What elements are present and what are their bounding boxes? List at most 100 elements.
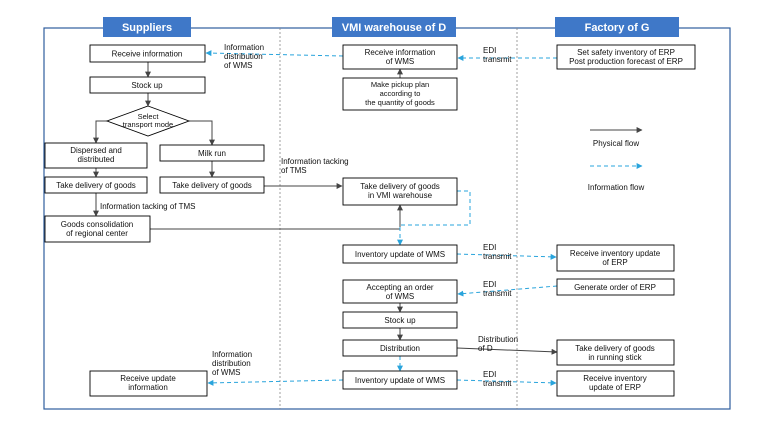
label-info-dist-wms-bottom-line: distribution bbox=[212, 359, 251, 368]
box-pickup-plan bbox=[342, 77, 458, 111]
box-text-take-delivery-mid-line: Take delivery of goods bbox=[172, 181, 252, 190]
box-receive-information bbox=[89, 44, 206, 63]
box-text-accepting-order-line: of WMS bbox=[386, 292, 414, 301]
box-safety-inventory bbox=[556, 44, 696, 70]
box-receive-update-info bbox=[89, 370, 208, 397]
label-edi-4-line: EDI bbox=[483, 370, 496, 379]
info-inventory-to-factory bbox=[456, 253, 557, 260]
box-text-receive-inv-update-1-line: of ERP bbox=[602, 258, 627, 267]
box-text-take-delivery-left-line: Take delivery of goods bbox=[56, 181, 136, 190]
box-select-transport-mode bbox=[105, 105, 191, 137]
info-vmi-delivery-to-inventory bbox=[397, 190, 471, 246]
box-vmi-receive-info bbox=[342, 44, 458, 70]
label-info-dist-wms-top-line: of WMS bbox=[224, 61, 252, 70]
box-text-safety-inventory-line: Set safety inventory of ERP bbox=[577, 48, 675, 57]
lane-title-factory: Factory of G bbox=[585, 22, 650, 34]
process-boxes bbox=[44, 44, 696, 397]
box-text-pickup-plan-line: Make pickup plan bbox=[371, 80, 429, 89]
label-edi-3-line: EDI bbox=[483, 280, 496, 289]
box-text-inventory-update-2: Inventory update of WMS bbox=[355, 376, 445, 385]
box-text-vmi-take-delivery-line: in VMI warehouse bbox=[368, 191, 433, 200]
info-inventory-to-factory-2 bbox=[456, 379, 557, 386]
arrow-select-to-dispersed bbox=[93, 120, 107, 144]
box-text-stock-up-vmi-line: Stock up bbox=[384, 316, 416, 325]
box-consolidation bbox=[44, 215, 151, 243]
box-text-vmi-take-delivery-line: Take delivery of goods bbox=[360, 182, 440, 191]
box-text-receive-inv-update-1-line: Receive inventory update bbox=[570, 249, 661, 258]
box-stock-up-supplier bbox=[89, 76, 206, 94]
box-text-take-delivery-stick-line: Take delivery of goods bbox=[575, 344, 655, 353]
box-text-distribution-line: Distribution bbox=[380, 344, 420, 353]
lane-header-factory: Factory of G bbox=[555, 17, 679, 37]
box-receive-inv-update-2 bbox=[556, 370, 675, 397]
label-edi-2-line: EDI bbox=[483, 243, 496, 252]
box-generate-order bbox=[556, 278, 675, 296]
label-distribution-of-d-line: of D bbox=[478, 344, 493, 353]
box-milk-run bbox=[159, 144, 265, 162]
label-info-dist-wms-bottom-line: of WMS bbox=[212, 368, 240, 377]
box-text-pickup-plan-line: the quantity of goods bbox=[365, 98, 435, 107]
info-arrows bbox=[205, 50, 643, 386]
box-text-receive-information: Receive information bbox=[112, 50, 183, 59]
box-take-delivery-stick bbox=[556, 339, 675, 366]
label-edi-1-line: EDI bbox=[483, 46, 496, 55]
label-info-tacking-tms-top-line: Information tacking bbox=[281, 157, 349, 166]
box-text-inventory-update-1: Inventory update of WMS bbox=[355, 250, 445, 259]
box-text-receive-inv-update-2-line: update of ERP bbox=[589, 383, 641, 392]
box-text-vmi-receive-info-line: of WMS bbox=[386, 57, 414, 66]
box-text-dispersed-line: Dispersed and bbox=[70, 146, 122, 155]
box-text-stock-up-supplier-line: Stock up bbox=[131, 81, 163, 90]
box-text-vmi-receive-info-line: Receive information bbox=[365, 48, 436, 57]
box-text-milk-run-line: Milk run bbox=[198, 149, 226, 158]
box-dispersed bbox=[44, 142, 148, 169]
label-edi-3-line: transmit bbox=[483, 289, 512, 298]
box-text-take-delivery-stick-line: in running stick bbox=[588, 353, 642, 362]
legend-information-flow: Information flow bbox=[588, 183, 645, 192]
label-info-dist-wms-top-line: Information bbox=[224, 43, 264, 52]
box-text-inventory-update-2-line: Inventory update of WMS bbox=[355, 376, 445, 385]
box-stock-up-vmi bbox=[342, 311, 458, 329]
box-text-receive-update-info-line: Receive update bbox=[120, 374, 176, 383]
label-edi-2-line: transmit bbox=[483, 252, 512, 261]
label-info-tacking-tms-left-line: Information tacking of TMS bbox=[100, 202, 195, 211]
box-text-receive-inv-update-2-line: Receive inventory bbox=[583, 374, 647, 383]
box-text-take-delivery-left: Take delivery of goods bbox=[56, 181, 136, 190]
legend-physical-flow: Physical flow bbox=[593, 139, 639, 148]
lane-title-vmi: VMI warehouse of D bbox=[342, 22, 447, 34]
box-inventory-update-1 bbox=[342, 244, 458, 264]
box-distribution bbox=[342, 339, 458, 357]
box-accepting-order bbox=[342, 279, 458, 304]
box-take-delivery-mid bbox=[159, 176, 265, 194]
arrow-select-to-milkrun bbox=[189, 120, 215, 146]
box-text-generate-order-line: Generate order of ERP bbox=[574, 283, 656, 292]
box-text-safety-inventory-line: Post production forecast of ERP bbox=[569, 57, 683, 66]
box-vmi-take-delivery bbox=[342, 177, 458, 206]
label-edi-4-line: transmit bbox=[483, 379, 512, 388]
box-text-receive-update-info-line: information bbox=[128, 383, 168, 392]
label-info-tacking-tms-top-line: of TMS bbox=[281, 166, 307, 175]
box-text-stock-up-supplier: Stock up bbox=[131, 81, 163, 90]
box-text-pickup-plan-line: according to bbox=[380, 89, 421, 98]
box-text-stock-up-vmi: Stock up bbox=[384, 316, 416, 325]
box-text-consolidation-line: Goods consolidation bbox=[61, 220, 134, 229]
box-text-milk-run: Milk run bbox=[198, 149, 226, 158]
box-text-inventory-update-1-line: Inventory update of WMS bbox=[355, 250, 445, 259]
